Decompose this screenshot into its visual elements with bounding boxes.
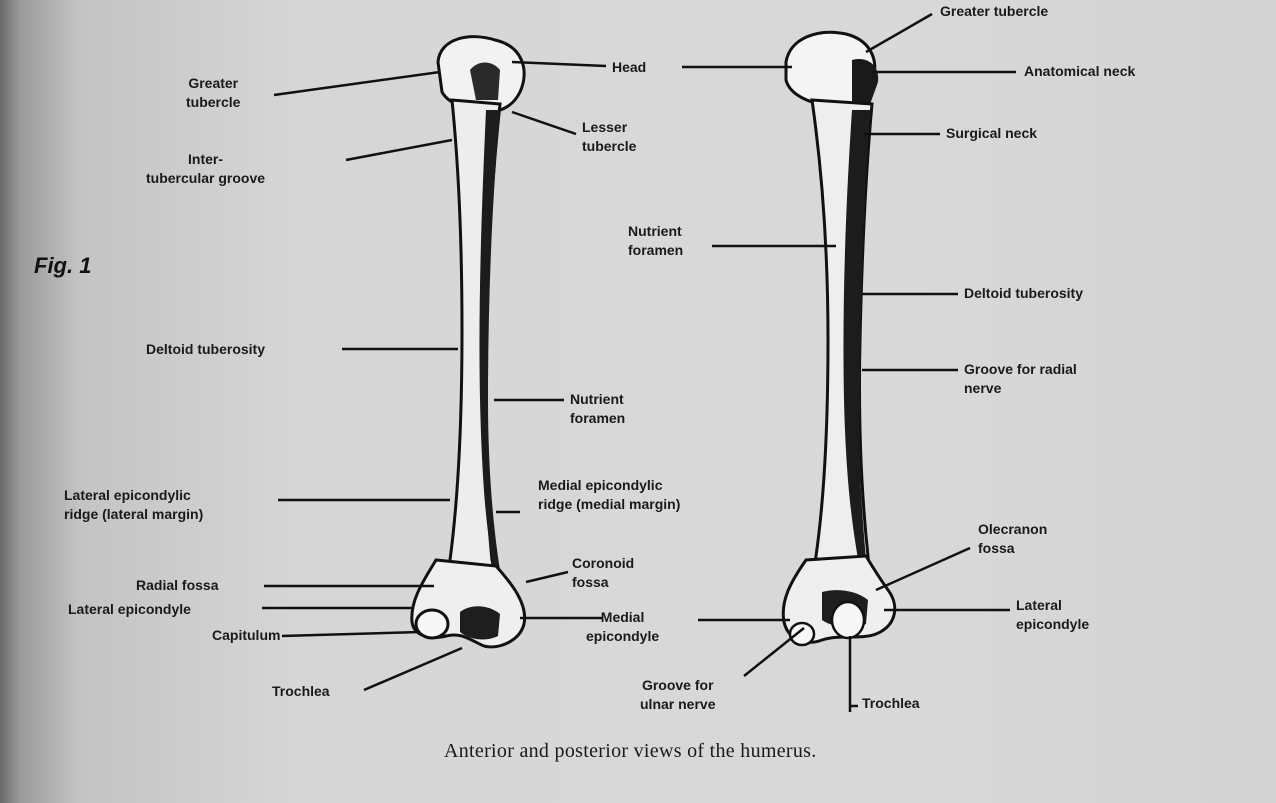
label-nutrient-foramen-posterior: Nutrient foramen: [628, 222, 683, 260]
label-trochlea-posterior: Trochlea: [862, 694, 920, 713]
label-medial-epicondylic-ridge: Medial epicondylic ridge (medial margin): [538, 476, 680, 514]
anterior-leader-lines: [262, 62, 792, 690]
label-capitulum: Capitulum: [212, 626, 280, 645]
label-groove-ulnar-nerve: Groove for ulnar nerve: [640, 676, 715, 714]
label-head: Head: [612, 58, 646, 77]
label-lateral-epicondyle-anterior: Lateral epicondyle: [68, 600, 191, 619]
anterior-humerus: [412, 37, 525, 647]
figure-caption: Anterior and posterior views of the hume…: [444, 740, 817, 763]
posterior-humerus: [783, 32, 895, 645]
label-greater-tubercle-posterior: Greater tubercle: [940, 2, 1048, 21]
label-deltoid-tuberosity-anterior: Deltoid tuberosity: [146, 340, 265, 359]
label-intertubercular-groove: Inter- tubercular groove: [146, 150, 265, 188]
label-lateral-epicondylic-ridge: Lateral epicondylic ridge (lateral margi…: [64, 486, 203, 524]
label-groove-radial-nerve: Groove for radial nerve: [964, 360, 1077, 398]
label-trochlea-anterior: Trochlea: [272, 682, 330, 701]
label-nutrient-foramen-anterior: Nutrient foramen: [570, 390, 625, 428]
label-olecranon-fossa: Olecranon fossa: [978, 520, 1047, 558]
label-lateral-epicondyle-posterior: Lateral epicondyle: [1016, 596, 1089, 634]
label-greater-tubercle-anterior: Greater tubercle: [186, 74, 240, 112]
label-anatomical-neck: Anatomical neck: [1024, 62, 1135, 81]
label-surgical-neck: Surgical neck: [946, 124, 1037, 143]
label-lesser-tubercle: Lesser tubercle: [582, 118, 636, 156]
label-deltoid-tuberosity-posterior: Deltoid tuberosity: [964, 284, 1083, 303]
label-medial-epicondyle: Medial epicondyle: [586, 608, 659, 646]
label-coronoid-fossa: Coronoid fossa: [572, 554, 634, 592]
figure-label: Fig. 1: [34, 253, 91, 279]
label-radial-fossa: Radial fossa: [136, 576, 218, 595]
